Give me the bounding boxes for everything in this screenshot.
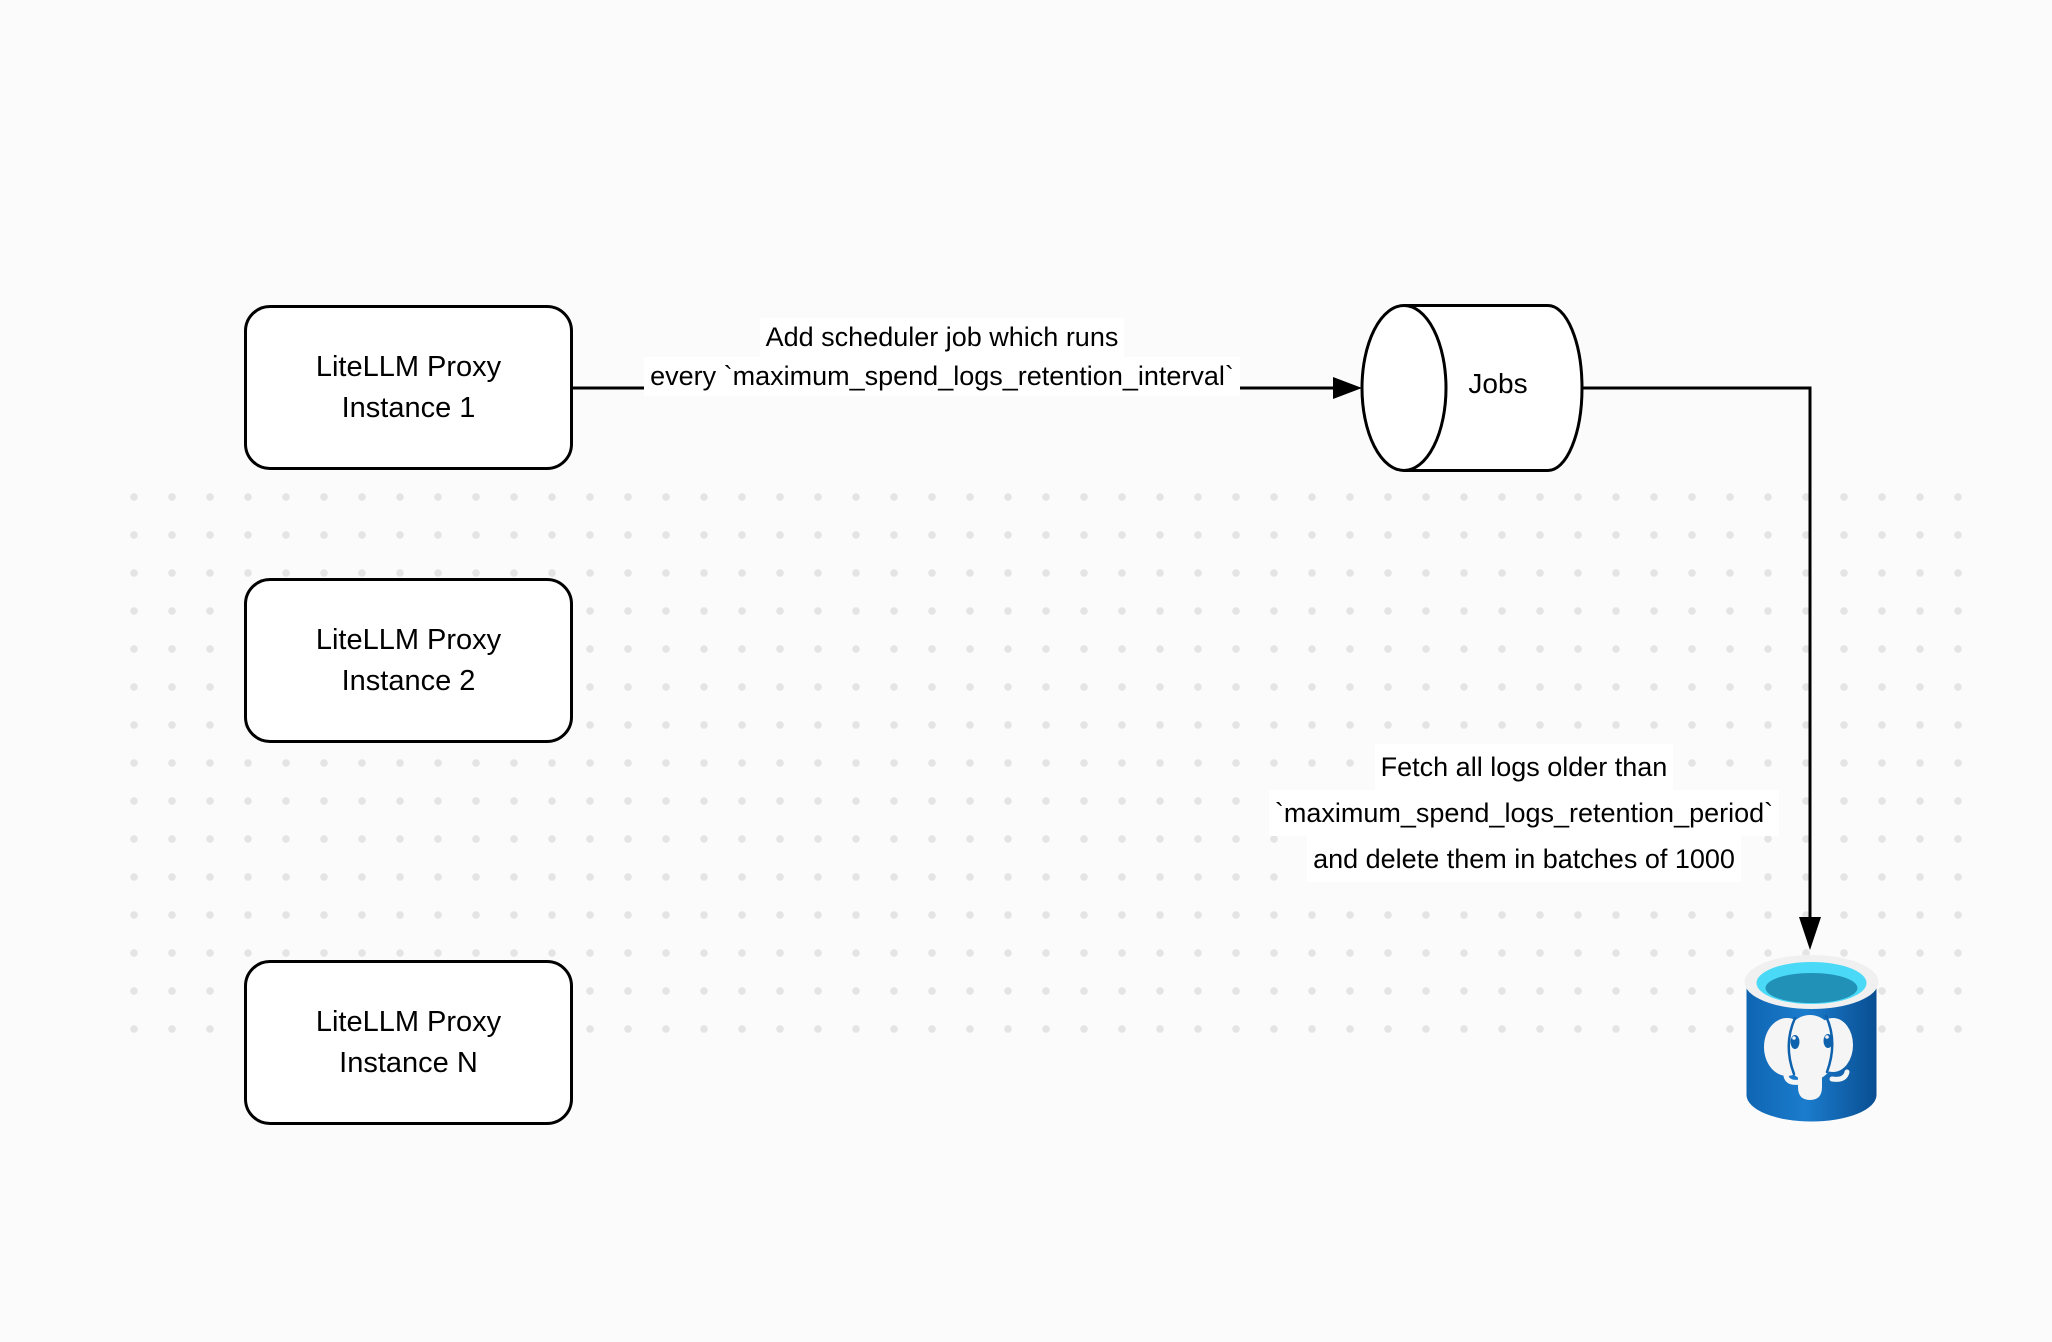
edge-label-line: `maximum_spend_logs_retention_period` bbox=[1268, 790, 1780, 836]
node-label-line: Instance N bbox=[339, 1046, 478, 1079]
arrow-fetch-delete bbox=[1582, 386, 1821, 950]
edge-label-fetch-delete: Fetch all logs older than `maximum_spend… bbox=[1204, 744, 1844, 882]
jobs-queue-label: Jobs bbox=[1468, 368, 1528, 399]
edge-label-add-scheduler-job: Add scheduler job which runs every `maxi… bbox=[592, 318, 1292, 396]
node-label-line: Instance 1 bbox=[341, 391, 476, 424]
edge-label-line: Add scheduler job which runs bbox=[759, 318, 1125, 357]
jobs-queue-cylinder bbox=[1360, 304, 1584, 472]
edge-label-line: Fetch all logs older than bbox=[1374, 744, 1674, 790]
arrowhead-down-icon bbox=[1799, 917, 1821, 950]
node-label-line: LiteLLM Proxy bbox=[315, 623, 502, 656]
node-label-line: LiteLLM Proxy bbox=[315, 350, 502, 383]
node-label-line: LiteLLM Proxy bbox=[315, 1005, 502, 1038]
postgresql-database-icon bbox=[1744, 955, 1879, 1122]
edge-label-line: every `maximum_spend_logs_retention_inte… bbox=[644, 357, 1240, 396]
postgres-elephant-logo bbox=[1764, 1014, 1853, 1100]
arrowhead-right-icon bbox=[1333, 377, 1362, 399]
node-proxy-instance-2: LiteLLM Proxy Instance 2 bbox=[244, 578, 573, 743]
node-proxy-instance-1: LiteLLM Proxy Instance 1 bbox=[244, 305, 573, 470]
edge-label-line: and delete them in batches of 1000 bbox=[1307, 836, 1741, 882]
node-label-line: Instance 2 bbox=[341, 664, 476, 697]
node-proxy-instance-n: LiteLLM Proxy Instance N bbox=[244, 960, 573, 1125]
